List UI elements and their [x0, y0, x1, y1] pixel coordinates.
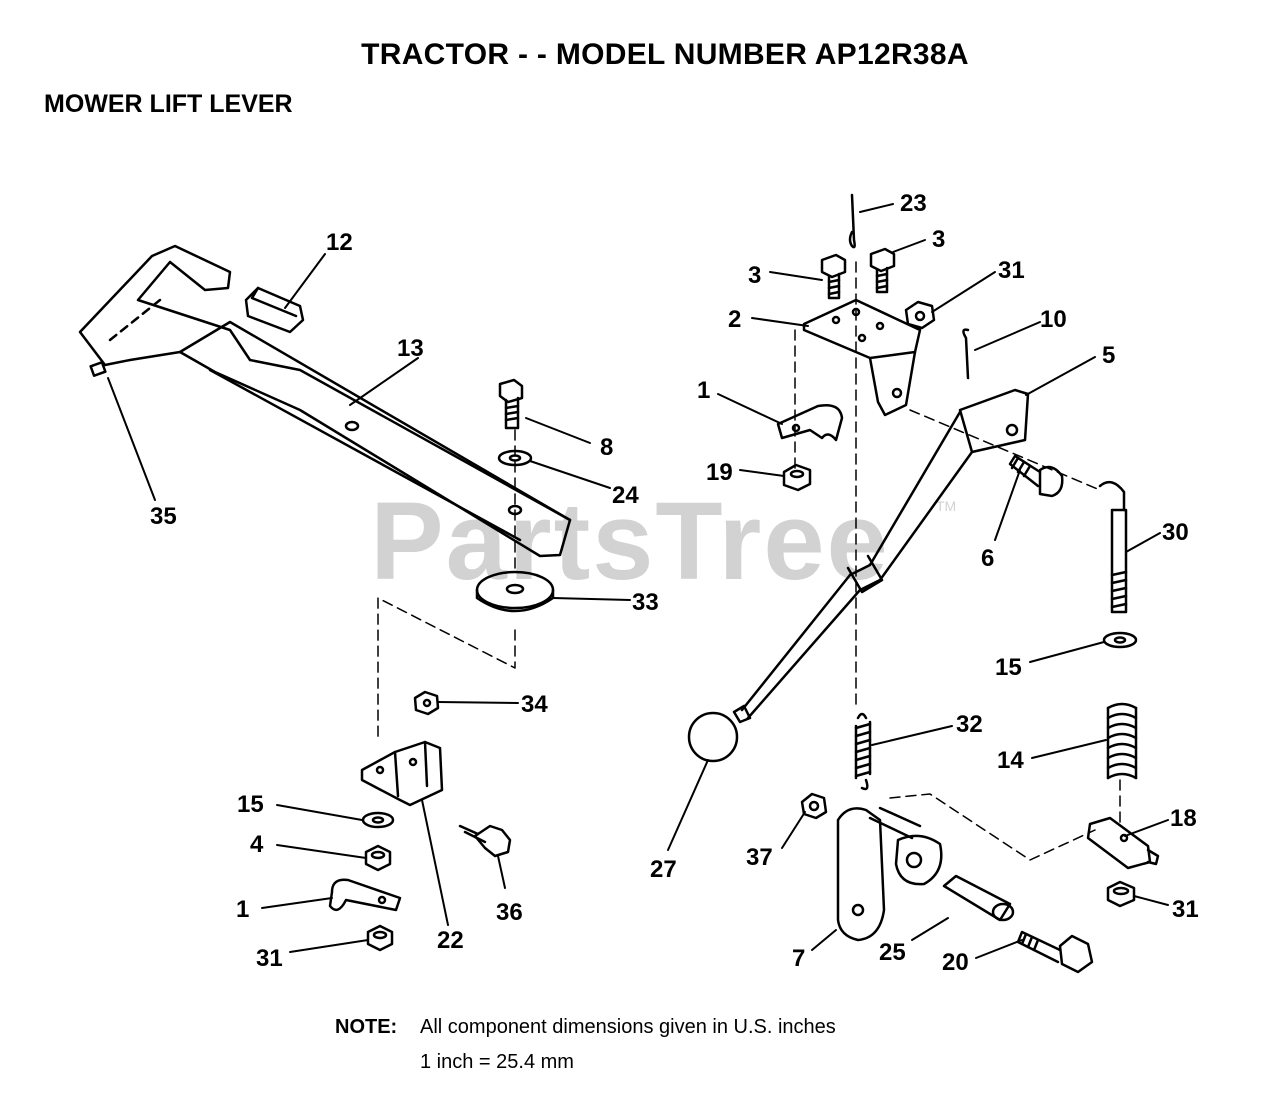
- part-30-eyebolt[interactable]: [1098, 480, 1128, 614]
- callout-7: 7: [792, 945, 805, 972]
- callout-19: 19: [706, 459, 733, 486]
- callout-31: 31: [256, 945, 283, 972]
- callout-6: 6: [981, 545, 994, 572]
- part-22-bracket[interactable]: [360, 740, 444, 807]
- callout-18: 18: [1170, 805, 1197, 832]
- callout-31-top: 31: [998, 257, 1025, 284]
- callout-23: 23: [900, 190, 927, 217]
- part-20-bolt[interactable]: [1016, 930, 1094, 974]
- callout-14: 14: [997, 747, 1024, 774]
- part-2-bracket[interactable]: [802, 298, 922, 417]
- part-10-cotter-pin[interactable]: [962, 328, 970, 380]
- part-1-clip-right[interactable]: [776, 404, 844, 442]
- part-27-knob[interactable]: [687, 711, 739, 763]
- callout-31-right: 31: [1172, 896, 1199, 923]
- part-31-nut[interactable]: [366, 924, 394, 952]
- page-title: TRACTOR - - MODEL NUMBER AP12R38A: [361, 38, 969, 71]
- part-31-nut-right[interactable]: [1106, 880, 1136, 908]
- part-3-bolt[interactable]: [820, 253, 847, 300]
- note-conversion: 1 inch = 25.4 mm: [420, 1051, 574, 1073]
- part-34-nut[interactable]: [413, 690, 440, 716]
- callout-3-b: 3: [748, 262, 761, 289]
- callout-37: 37: [746, 844, 773, 871]
- note-label: NOTE:: [335, 1016, 398, 1038]
- callout-2: 2: [728, 306, 741, 333]
- watermark: PartsTree: [370, 480, 890, 603]
- part-36-bolt[interactable]: [458, 824, 512, 858]
- callout-8: 8: [600, 434, 613, 461]
- part-15-washer-right[interactable]: [1102, 631, 1138, 649]
- part-25-sleeve[interactable]: [942, 874, 1015, 922]
- part-13-lift-lever[interactable]: [78, 244, 572, 558]
- callout-15-right: 15: [995, 654, 1022, 681]
- callout-36: 36: [496, 899, 523, 926]
- part-3-bolt-2[interactable]: [869, 247, 896, 294]
- callout-4: 4: [250, 831, 264, 858]
- part-7-lift-arm[interactable]: [836, 806, 943, 942]
- part-1-clip[interactable]: [328, 878, 402, 912]
- part-4-nut[interactable]: [364, 844, 392, 872]
- callout-12: 12: [326, 229, 353, 256]
- callout-20: 20: [942, 949, 969, 976]
- part-12-grip[interactable]: [244, 286, 305, 334]
- callout-10: 10: [1040, 306, 1067, 333]
- callout-34: 34: [521, 691, 548, 718]
- part-14-spring[interactable]: [1106, 702, 1138, 780]
- part-35-pin[interactable]: [89, 360, 107, 378]
- callout-13: 13: [397, 335, 424, 362]
- callout-35: 35: [150, 503, 177, 530]
- part-18-pin[interactable]: [1086, 816, 1160, 870]
- callout-32: 32: [956, 711, 983, 738]
- callout-1: 1: [236, 896, 249, 923]
- part-37-nut[interactable]: [800, 792, 828, 820]
- callout-24: 24: [612, 482, 639, 509]
- assembly-title: MOWER LIFT LEVER: [44, 90, 293, 118]
- part-33-washer[interactable]: [475, 570, 555, 613]
- part-32-spring[interactable]: [854, 712, 872, 791]
- callout-30: 30: [1162, 519, 1189, 546]
- watermark-trademark: TM: [936, 498, 957, 514]
- callout-1-right: 1: [697, 377, 710, 404]
- part-23-cotter-pin[interactable]: [848, 193, 856, 249]
- callout-22: 22: [437, 927, 464, 954]
- part-8-bolt[interactable]: [498, 378, 524, 430]
- callout-3: 3: [932, 226, 945, 253]
- callout-15: 15: [237, 791, 264, 818]
- note-text: All component dimensions given in U.S. i…: [420, 1016, 836, 1038]
- callout-25: 25: [879, 939, 906, 966]
- callout-33: 33: [632, 589, 659, 616]
- part-19-nut[interactable]: [782, 463, 812, 492]
- part-15-washer[interactable]: [361, 811, 395, 829]
- callout-27: 27: [650, 856, 677, 883]
- callout-5: 5: [1102, 342, 1115, 369]
